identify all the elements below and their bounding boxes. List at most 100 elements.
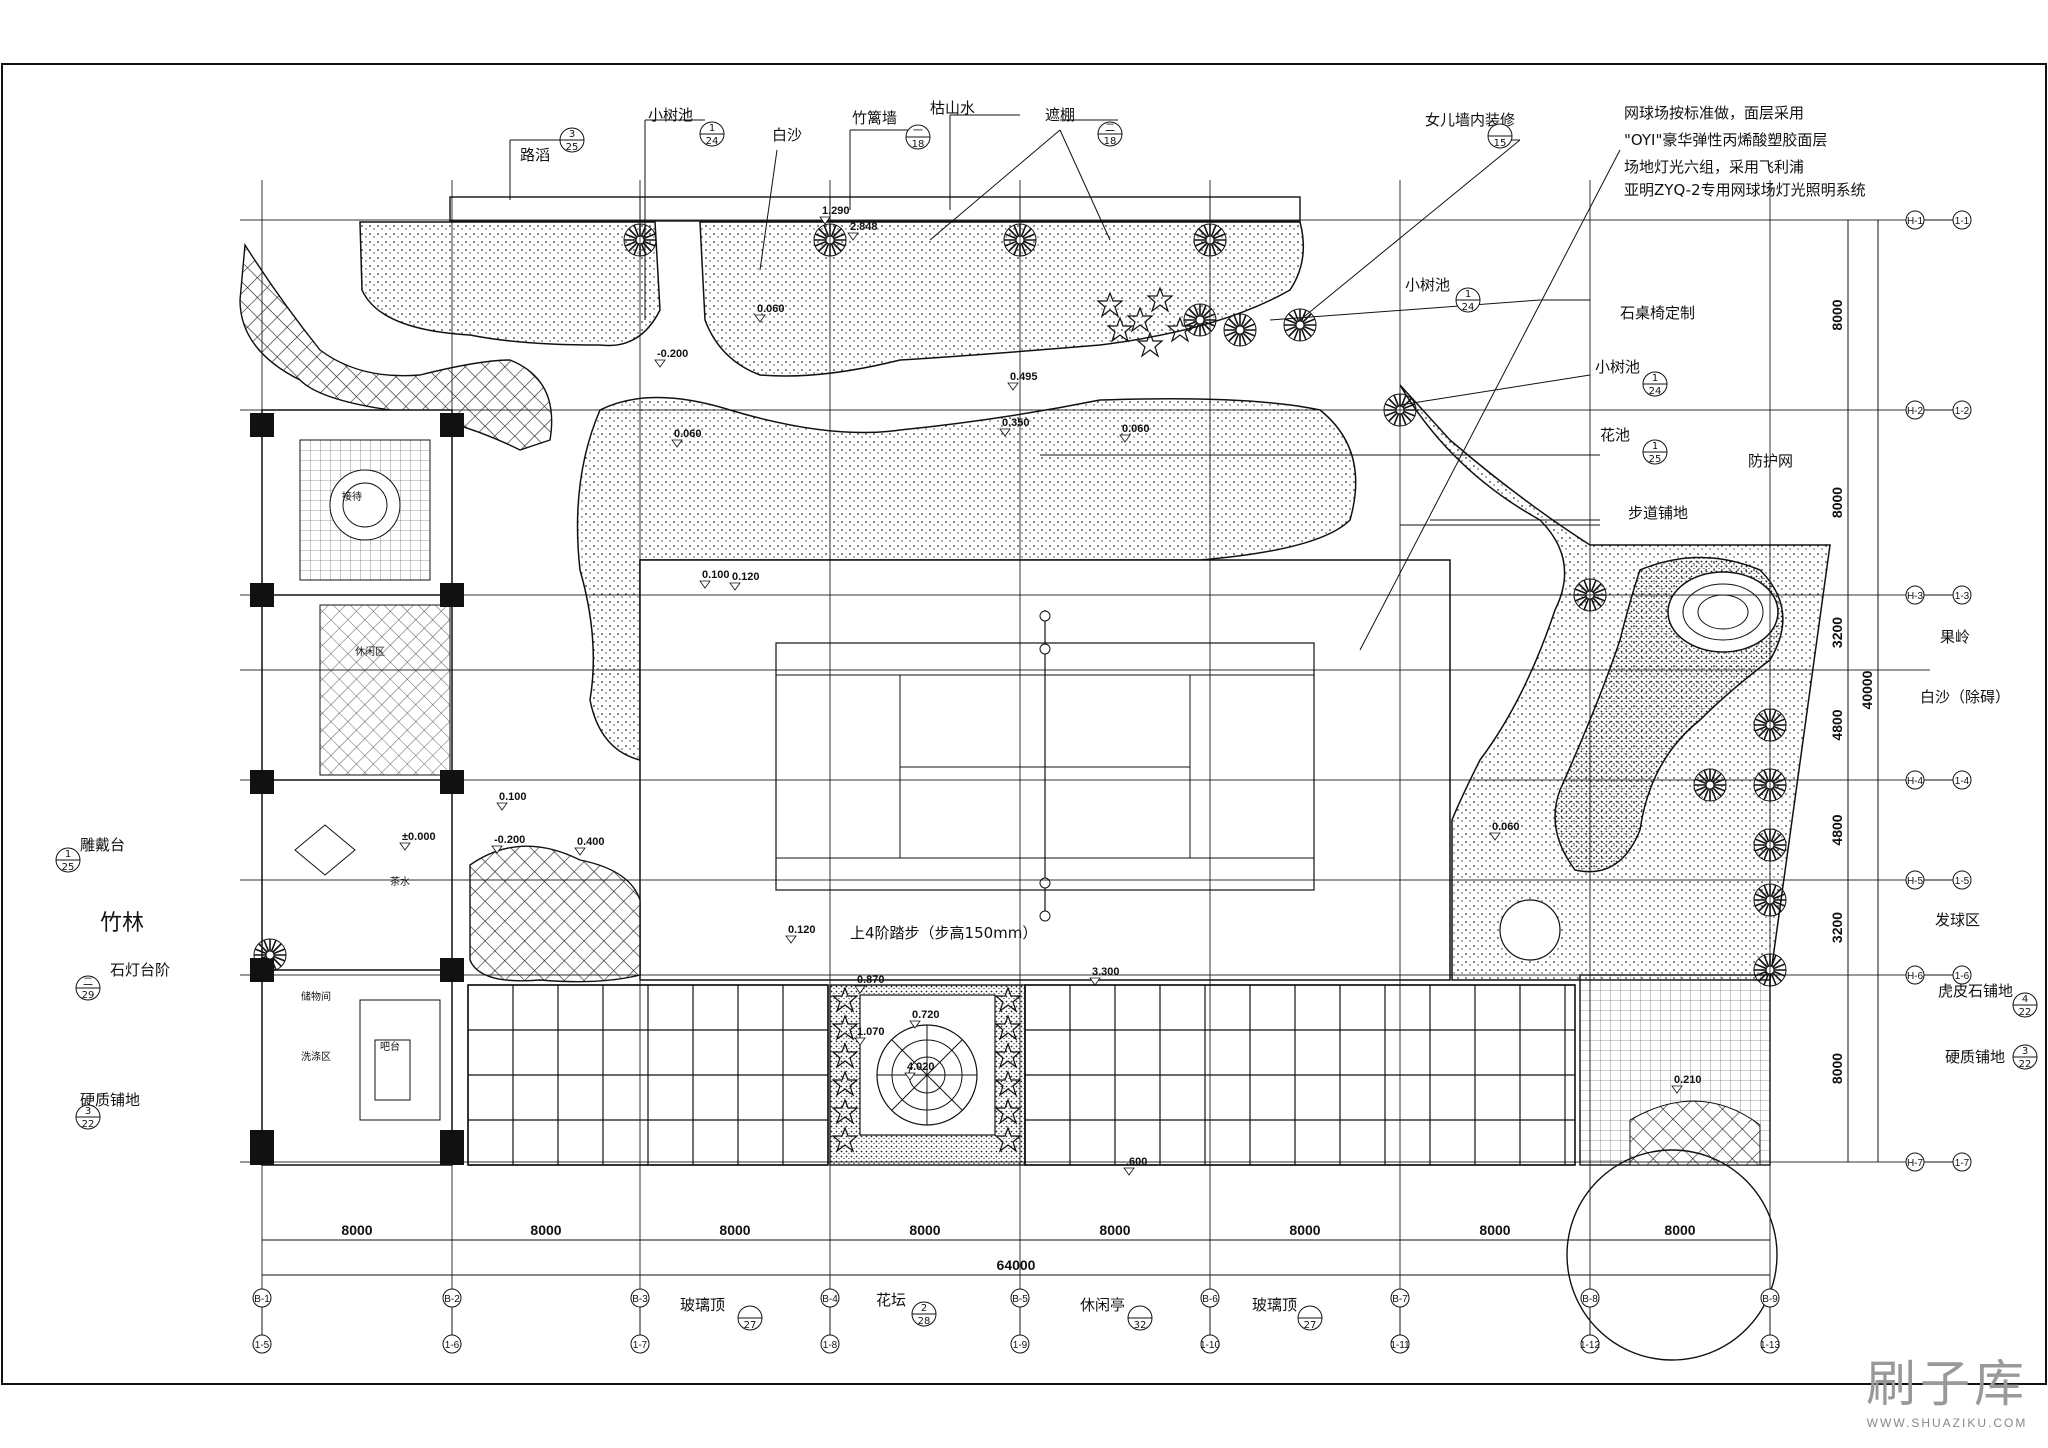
level-mark: 1.070 [857, 1026, 885, 1038]
dim-right: 3200 [1829, 617, 1845, 648]
axis-tag: 1-5 [255, 1340, 270, 1351]
tree-symbol [1693, 768, 1727, 802]
label-white_sand_2: 白沙（除碍） [1920, 688, 2010, 706]
axis-tag: B-4 [822, 1294, 838, 1305]
dim-bottom: 8000 [719, 1222, 750, 1238]
room-wash: 洗涤区 [301, 1050, 331, 1063]
axis-tag: 1-8 [823, 1340, 838, 1351]
dim-bottom: 8000 [909, 1222, 940, 1238]
dim-right: 8000 [1829, 487, 1845, 518]
label-flower_pool: 花池 [1600, 426, 1630, 444]
level-mark: 0.720 [912, 1009, 940, 1021]
dim-bottom: 8000 [1479, 1222, 1510, 1238]
ref-num: 1 [1465, 289, 1471, 300]
ref-num: 1 [1652, 441, 1658, 452]
label-hard_paving_r: 硬质铺地 [1945, 1048, 2005, 1066]
label-small_pool: 小树池 [648, 106, 693, 124]
level-mark: 0.120 [732, 571, 760, 583]
room-storage: 储物间 [301, 990, 331, 1003]
level-mark: -0.200 [657, 348, 688, 360]
level-mark: 0.100 [702, 569, 730, 581]
ref-num: 1 [65, 849, 71, 860]
label-fence: 防护网 [1748, 452, 1793, 470]
axis-tag: 1-9 [1013, 1340, 1028, 1351]
label-road: 路滔 [520, 146, 550, 164]
label-tennis_note_2: "OYI"豪华弹性丙烯酸塑胶面层 [1624, 131, 1827, 149]
level-mark: 3.300 [1092, 966, 1120, 978]
dim-right: 8000 [1829, 299, 1845, 330]
label-tennis_note_1: 网球场按标准做，面层采用 [1624, 104, 1804, 122]
level-mark: 0.060 [757, 303, 785, 315]
ref-sheet: 25 [1649, 454, 1662, 465]
ref-sheet: 25 [566, 142, 579, 153]
tree-symbol [1223, 313, 1257, 347]
label-pavilion_stage: 雕戴台 [80, 836, 125, 854]
axis-tag: 1-7 [1955, 1158, 1970, 1169]
axis-tag: 1-6 [1955, 971, 1970, 982]
ref-sheet: 24 [1462, 302, 1475, 313]
level-mark: 0.350 [1002, 417, 1030, 429]
room-reception: 接待 [342, 490, 362, 503]
label-tiger_stone: 虎皮石铺地 [1938, 982, 2013, 1000]
axis-tag: H-5 [1907, 876, 1924, 887]
room-tea: 茶水 [390, 875, 410, 888]
dim-bottom: 8000 [1289, 1222, 1320, 1238]
ref-sheet: 24 [1649, 386, 1662, 397]
dim-right: 3200 [1829, 912, 1845, 943]
axis-tag: B-7 [1392, 1294, 1408, 1305]
ref-sheet: 18 [1104, 136, 1117, 147]
ref-sheet: 18 [912, 139, 925, 150]
level-mark: 0.870 [857, 974, 885, 986]
room-lounge: 休闲区 [355, 645, 385, 658]
axis-tag: B-5 [1012, 1294, 1028, 1305]
label-pavilion: 休闲亭 [1080, 1296, 1125, 1314]
axis-tag: B-2 [444, 1294, 460, 1305]
ref-sheet: 22 [2019, 1007, 2032, 1018]
level-mark: 4.020 [907, 1061, 935, 1073]
level-mark: 0.495 [1010, 371, 1038, 383]
dim-bottom: 8000 [1099, 1222, 1130, 1238]
axis-tag: 1-2 [1955, 406, 1970, 417]
label-shade: 遮棚 [1045, 106, 1075, 124]
axis-tag: 1-1 [1955, 216, 1970, 227]
axis-tag: 1-3 [1955, 591, 1970, 602]
axis-tag: 1-4 [1955, 776, 1970, 787]
level-mark: 1.290 [822, 205, 850, 217]
axis-tag: B-6 [1202, 1294, 1218, 1305]
level-mark: 0.210 [1674, 1074, 1702, 1086]
ref-num: 二 [83, 977, 93, 988]
label-light_note_1: 场地灯光六组，采用飞利浦 [1624, 158, 1804, 176]
label-bamboo: 竹林 [100, 911, 144, 936]
ref-num: 3 [569, 129, 575, 140]
axis-tag: 1-7 [633, 1340, 648, 1351]
level-mark: -0.200 [494, 834, 525, 846]
level-mark: 0.060 [1492, 821, 1520, 833]
label-dry_landscape: 枯山水 [930, 99, 975, 117]
axis-tag: 1-11 [1390, 1340, 1410, 1351]
ref-sheet: 25 [62, 862, 75, 873]
ref-sheet: 22 [2019, 1059, 2032, 1070]
ref-sheet: 32 [1134, 1320, 1147, 1331]
label-light_note_2: 亚明ZYQ-2专用网球场灯光照明系统 [1624, 181, 1866, 199]
axis-tag: H-6 [1907, 971, 1924, 982]
axis-tag: 1-5 [1955, 876, 1970, 887]
level-mark: 0.060 [1122, 423, 1150, 435]
level-mark: 2.848 [850, 221, 878, 233]
axis-tag: B-1 [254, 1294, 270, 1305]
dim-bottom: 8000 [530, 1222, 561, 1238]
dim-bottom: 8000 [1664, 1222, 1695, 1238]
label-bamboo_wall: 竹篱墙 [852, 109, 897, 127]
ref-sheet: 24 [706, 136, 719, 147]
dim-bottom: 8000 [341, 1222, 372, 1238]
dim-right: 8000 [1829, 1053, 1845, 1084]
label-hard_paving_l: 硬质铺地 [80, 1091, 140, 1109]
axis-tag: B-8 [1582, 1294, 1598, 1305]
axis-tag: 1-6 [445, 1340, 460, 1351]
ref-sheet: 28 [918, 1316, 931, 1327]
ref-num: 1 [1652, 373, 1658, 384]
level-mark: 0.060 [674, 428, 702, 440]
ref-num: 4 [2022, 994, 2028, 1005]
label-small_pool_3: 小树池 [1595, 358, 1640, 376]
watermark-en: WWW.SHUAZIKU.COM [1866, 1416, 2028, 1430]
